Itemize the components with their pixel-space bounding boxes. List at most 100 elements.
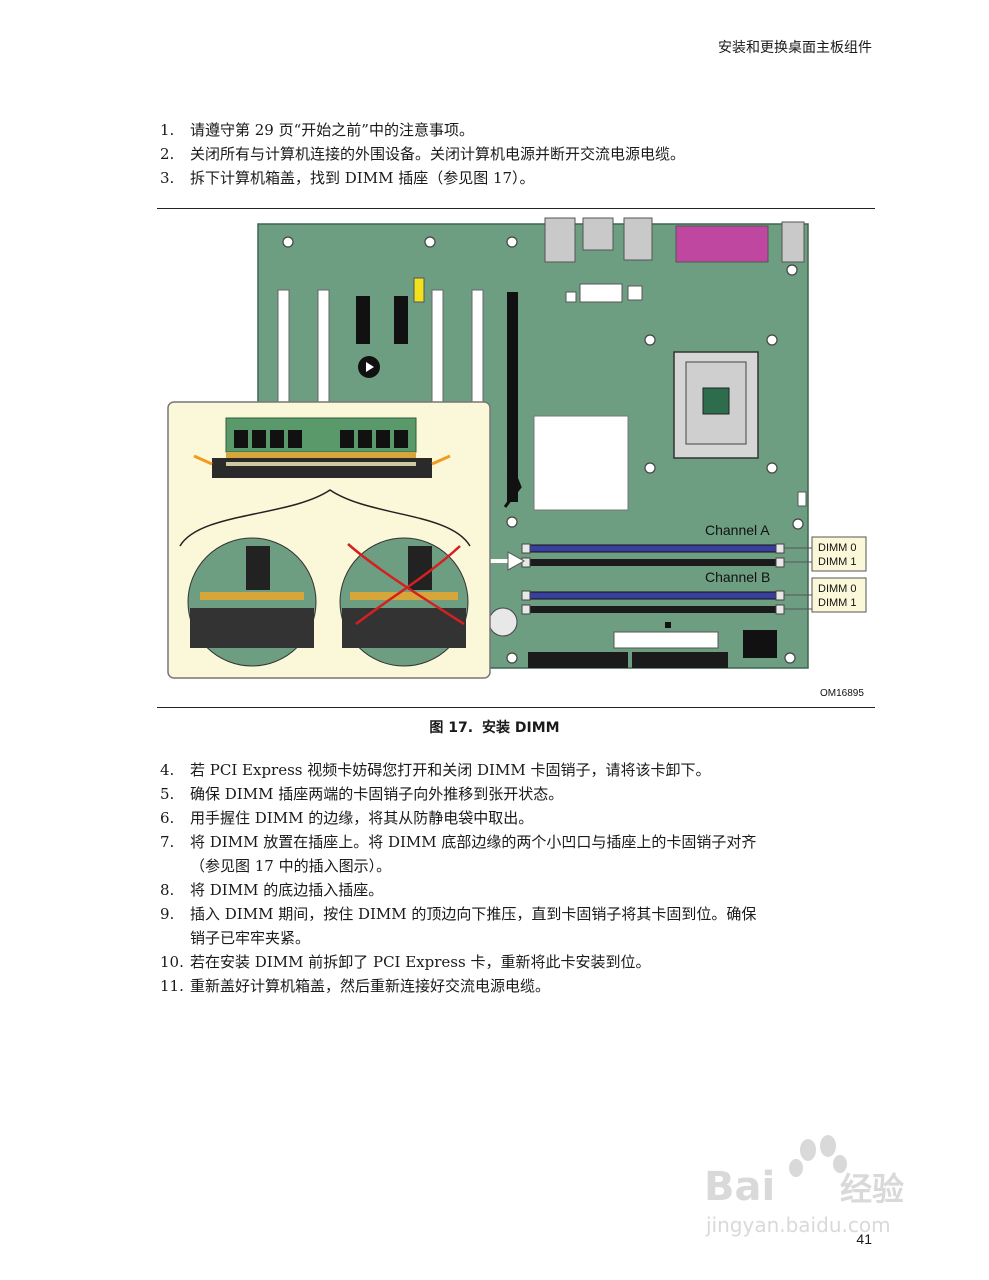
latch-arrow-right-icon — [431, 454, 451, 466]
ide-connector — [613, 631, 719, 649]
connector — [565, 291, 577, 303]
cross-mark-icon — [355, 545, 461, 625]
step-item: 3. 拆下计算机箱盖，找到 DIMM 插座（参见图 17）。 — [160, 166, 860, 190]
dimm-label-box-b — [811, 577, 867, 613]
connector — [632, 652, 728, 668]
io-connector — [781, 221, 805, 263]
step-item: 1. 请遵守第 29 页“开始之前”中的注意事项。 — [160, 118, 860, 142]
io-connector — [582, 217, 614, 251]
baidu-jingyan-watermark: Bai 经验 jingyan.baidu.com — [704, 1135, 904, 1237]
dimm0-a-label: DIMM 0 — [818, 542, 857, 554]
dimm1-b-label: DIMM 1 — [818, 597, 857, 609]
zoom-chip — [246, 546, 270, 590]
battery — [488, 607, 518, 637]
zoom-socket — [190, 608, 314, 648]
zoom-socket — [342, 608, 466, 648]
dimm-slots — [521, 543, 785, 615]
dimm1-a-label: DIMM 1 — [818, 556, 857, 568]
watermark-brand: Bai — [704, 1164, 775, 1210]
play-symbol-icon — [366, 362, 374, 372]
step-item: 7. 将 DIMM 放置在插座上。将 DIMM 底部边缘的两个小凹口与插座上的卡固… — [160, 830, 860, 878]
step-number: 7. — [160, 833, 175, 851]
chipset-heatsink-area — [533, 415, 629, 511]
motherboard-dimm-figure: Channel A Channel B DIMM 0 DIMM 1 DIMM 0… — [167, 217, 867, 699]
callout-bracket — [179, 489, 471, 547]
gold-contacts — [226, 452, 416, 458]
pin-marker — [665, 622, 671, 628]
step-number: 2. — [160, 145, 175, 163]
step-text: 插入 DIMM 期间，按住 DIMM 的顶边向下推压，直到卡固销子将其卡固到位。… — [190, 905, 757, 923]
figure-id: OM16895 — [820, 688, 864, 699]
figure-top-rule — [157, 208, 875, 209]
step-item: 9. 插入 DIMM 期间，按住 DIMM 的顶边向下推压，直到卡固销子将其卡固到… — [160, 902, 860, 950]
step-text: 若在安装 DIMM 前拆卸了 PCI Express 卡，重新将此卡安装到位。 — [190, 953, 651, 971]
dimm-socket — [212, 458, 432, 478]
step-number: 4. — [160, 761, 175, 779]
power-connector — [743, 630, 777, 658]
dimm-slot-a1 — [528, 559, 778, 566]
step-item: 4. 若 PCI Express 视频卡妨碍您打开和关闭 DIMM 卡固销子，请将… — [160, 758, 860, 782]
step-number: 6. — [160, 809, 175, 827]
jumper — [413, 277, 425, 303]
step-number: 9. — [160, 905, 175, 923]
socket-groove — [226, 462, 416, 466]
io-connector — [623, 217, 653, 261]
caption-prefix: 图 17. — [429, 720, 474, 736]
connector — [797, 491, 807, 507]
figure-caption: 图 17. 安装 DIMM — [0, 717, 989, 737]
step-item: 5. 确保 DIMM 插座两端的卡固销子向外推移到张开状态。 — [160, 782, 860, 806]
watermark-url: jingyan.baidu.com — [705, 1213, 891, 1237]
latch-arrow-left-icon — [193, 454, 213, 466]
io-connector — [544, 217, 576, 263]
step-number: 3. — [160, 169, 175, 187]
page-number: 41 — [856, 1231, 872, 1247]
cpu-core — [702, 387, 730, 415]
step-text: 用手握住 DIMM 的边缘，将其从防静电袋中取出。 — [190, 809, 534, 827]
step-text: 关闭所有与计算机连接的外围设备。关闭计算机电源并断开交流电源电缆。 — [190, 145, 686, 163]
step-text: 重新盖好计算机箱盖，然后重新连接好交流电源电缆。 — [190, 977, 551, 995]
zoom-contacts — [200, 592, 304, 600]
dimm-slot-b1 — [528, 606, 778, 613]
step-number: 5. — [160, 785, 175, 803]
watermark-brand-cn: 经验 — [840, 1170, 904, 1208]
arrow-head-icon — [507, 551, 526, 571]
steps-list-bottom: 4. 若 PCI Express 视频卡妨碍您打开和关闭 DIMM 卡固销子，请将… — [160, 758, 860, 998]
step-item: 8. 将 DIMM 的底边插入插座。 — [160, 878, 860, 902]
parallel-port — [675, 225, 769, 263]
step-text: 若 PCI Express 视频卡妨碍您打开和关闭 DIMM 卡固销子，请将该卡… — [190, 761, 711, 779]
step-text: 将 DIMM 放置在插座上。将 DIMM 底部边缘的两个小凹口与插座上的卡固销子… — [190, 833, 757, 851]
connector — [528, 652, 628, 668]
mounting-holes — [282, 236, 804, 664]
connector — [627, 285, 643, 301]
cross-mark-icon — [347, 543, 465, 626]
figure-bottom-rule — [157, 707, 875, 708]
chip — [394, 296, 408, 344]
step-text-continued: （参见图 17 中的插入图示）。 — [190, 857, 392, 875]
step-item: 2. 关闭所有与计算机连接的外围设备。关闭计算机电源并断开交流电源电缆。 — [160, 142, 860, 166]
connector — [579, 283, 623, 303]
dimm-slot-b0 — [527, 591, 779, 600]
dimm-label-box-a — [811, 536, 867, 572]
page-header-title: 安装和更换桌面主板组件 — [718, 40, 872, 56]
steps-list-top: 1. 请遵守第 29 页“开始之前”中的注意事项。 2. 关闭所有与计算机连接的外围… — [160, 118, 860, 190]
step-item: 11. 重新盖好计算机箱盖，然后重新连接好交流电源电缆。 — [160, 974, 860, 998]
caption-label: 安装 DIMM — [482, 720, 560, 736]
zoom-contacts — [350, 592, 458, 600]
dimm0-b-label: DIMM 0 — [818, 583, 857, 595]
paw-logo-icon — [789, 1135, 847, 1177]
step-text-continued: 销子已牢牢夹紧。 — [190, 929, 311, 947]
step-item: 6. 用手握住 DIMM 的边缘，将其从防静电袋中取出。 — [160, 806, 860, 830]
step-number: 11. — [160, 977, 184, 995]
channel-b-label: Channel B — [705, 569, 770, 585]
step-number: 10. — [160, 953, 184, 971]
step-text: 请遵守第 29 页“开始之前”中的注意事项。 — [190, 121, 474, 139]
step-number: 1. — [160, 121, 175, 139]
step-item: 10. 若在安装 DIMM 前拆卸了 PCI Express 卡，重新将此卡安装到… — [160, 950, 860, 974]
memory-chips — [234, 430, 408, 448]
pci-express-slot — [507, 292, 518, 502]
step-text: 确保 DIMM 插座两端的卡固销子向外推移到张开状态。 — [190, 785, 564, 803]
step-text: 将 DIMM 的底边插入插座。 — [190, 881, 384, 899]
step-text: 拆下计算机箱盖，找到 DIMM 插座（参见图 17）。 — [190, 169, 535, 187]
chip — [356, 296, 370, 344]
step-number: 8. — [160, 881, 175, 899]
